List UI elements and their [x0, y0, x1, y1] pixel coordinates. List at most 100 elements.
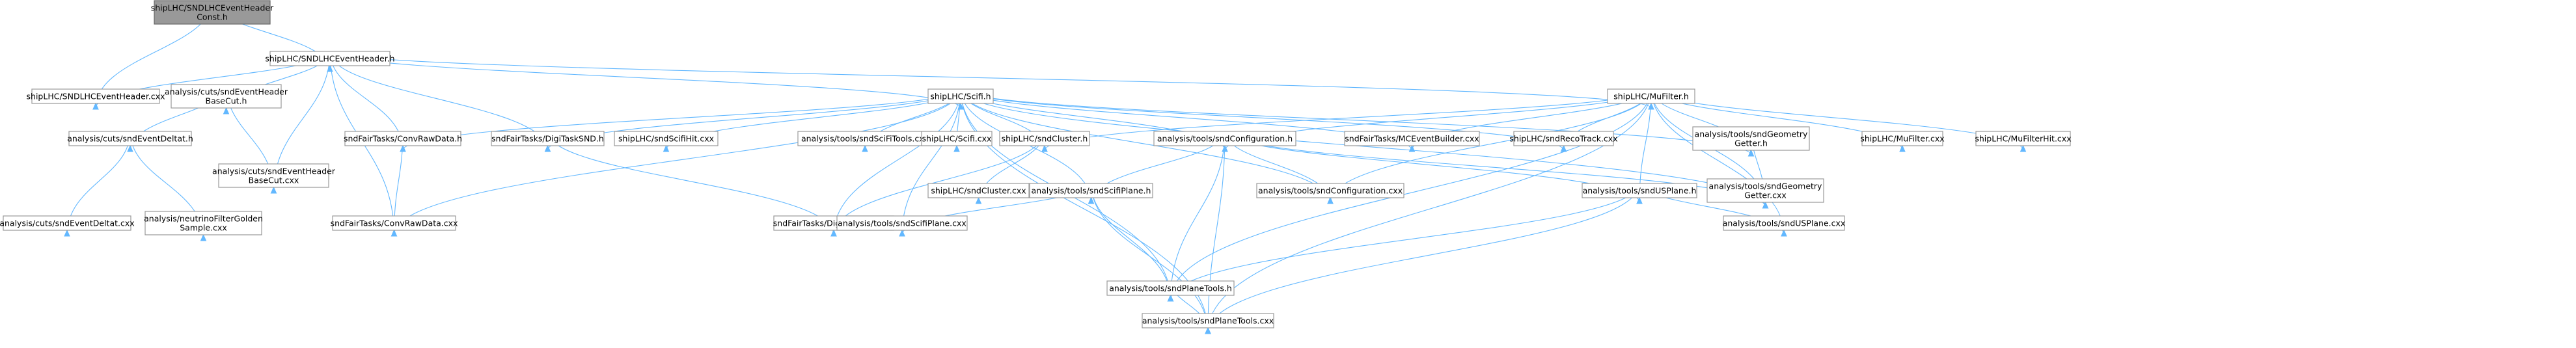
edge-planetools-to-mufilter	[1167, 88, 1652, 302]
node-box	[927, 88, 994, 104]
edges-layer	[64, 0, 2027, 334]
node-label: sndFairTasks/ConvRawData.cxx	[331, 219, 458, 228]
edge-planetoolscxx-to-config	[1205, 131, 1226, 334]
node-shiplhc-sndrecotrack-cxx[interactable]: shipLHC/sndRecoTrack.cxx	[1509, 131, 1618, 146]
node-box	[1142, 313, 1274, 328]
node-label: analysis/cuts/sndEventHeader	[212, 167, 336, 176]
node-label: shipLHC/sndCluster.h	[1002, 134, 1088, 144]
node-analysis-tools-sndscifitools-cxx[interactable]: analysis/tools/sndSciFiTools.cxx	[797, 131, 933, 146]
node-box	[1706, 178, 1824, 203]
node-label: analysis/tools/sndUSPlane.h	[1583, 186, 1697, 196]
node-box	[1607, 88, 1695, 104]
node-label: analysis/cuts/sndEventHeader	[165, 87, 288, 97]
node-label: analysis/neutrinoFilterGolden	[144, 214, 263, 224]
node-shiplhc-sndlhceventheader-h[interactable]: shipLHC/SNDLHCEventHeader.h	[265, 51, 395, 66]
node-box	[344, 131, 461, 146]
node-box	[1106, 280, 1235, 296]
node-label: BaseCut.h	[206, 96, 247, 106]
node-shiplhc-mufilter-h[interactable]: shipLHC/MuFilter.h	[1607, 88, 1695, 104]
edge-planetools-to-usplane	[1167, 183, 1640, 302]
node-label: Sample.cxx	[180, 223, 227, 233]
node-label: analysis/tools/sndConfiguration.h	[1157, 134, 1293, 144]
node-label: Getter.cxx	[1744, 191, 1787, 200]
node-label: sndFairTasks/DigiTaskSND.h	[491, 134, 604, 144]
node-shiplhc-mufilterhit-cxx[interactable]: shipLHC/MuFilterHit.cxx	[1975, 131, 2072, 146]
node-label: analysis/cuts/sndEventDeltat.h	[67, 134, 193, 144]
node-box	[1692, 126, 1810, 151]
node-box	[3, 215, 131, 231]
node-shiplhc-scifi-cxx[interactable]: shipLHC/Scifi.cxx	[921, 131, 993, 146]
node-box	[154, 0, 271, 25]
node-box	[836, 215, 968, 231]
node-shiplhc-sndcluster-h[interactable]: shipLHC/sndCluster.h	[999, 131, 1090, 146]
node-shiplhc-scifi-h[interactable]: shipLHC/Scifi.h	[927, 88, 994, 104]
node-sndfairtasks-convrawdata-h[interactable]: sndFairTasks/ConvRawData.h	[344, 131, 462, 146]
node-label: analysis/tools/sndGeometry	[1709, 181, 1823, 191]
node-box	[68, 131, 192, 146]
node-box	[31, 88, 160, 104]
node-analysis-tools-sndscifiplane-h[interactable]: analysis/tools/sndScifiPlane.h	[1029, 183, 1153, 198]
edge-planetools-to-config	[1167, 131, 1226, 302]
node-box	[921, 131, 993, 146]
node-shiplhc-sndscifihit-cxx[interactable]: shipLHC/sndScifiHit.cxx	[614, 131, 719, 146]
node-label: analysis/tools/sndConfiguration.cxx	[1258, 186, 1403, 196]
edge-configcxx-to-mufilter	[1327, 88, 1652, 204]
node-label: shipLHC/SNDLHCEventHeader.cxx	[27, 92, 165, 101]
edge-mufilter-to-hdr	[329, 51, 1654, 110]
edge-scifi-to-hdr	[329, 51, 964, 110]
node-box	[1723, 215, 1845, 231]
node-label: BaseCut.cxx	[249, 176, 299, 185]
node-shiplhc-mufilter-cxx[interactable]: shipLHC/MuFilter.cxx	[1860, 131, 1945, 146]
node-box	[1861, 131, 1943, 146]
edge-planetoolscxx-to-scifiplane	[1090, 183, 1211, 334]
node-box	[1256, 183, 1404, 198]
node-shiplhc-sndlhceventheader-cxx[interactable]: shipLHC/SNDLHCEventHeader.cxx	[27, 88, 165, 104]
node-box	[1153, 131, 1296, 146]
node-analysis-tools-sndconfiguration-h[interactable]: analysis/tools/sndConfiguration.h	[1153, 131, 1296, 146]
node-label: Const.h	[197, 12, 228, 22]
edge-scifiplanecxx-to-scifi	[899, 88, 961, 237]
node-label: analysis/tools/sndScifiPlane.cxx	[838, 219, 966, 228]
node-box	[218, 163, 329, 188]
node-shiplhc-sndcluster-cxx[interactable]: shipLHC/sndCluster.cxx	[927, 183, 1030, 198]
node-box	[1975, 131, 2071, 146]
node-label: sndFairTasks/MCEventBuilder.cxx	[1345, 134, 1479, 144]
node-analysis-tools-sndplanetools-cxx[interactable]: analysis/tools/sndPlaneTools.cxx	[1142, 313, 1274, 328]
node-label: shipLHC/MuFilterHit.cxx	[1975, 134, 2071, 144]
node-label: analysis/tools/sndScifiPlane.h	[1032, 186, 1151, 196]
node-label: shipLHC/sndScifiHit.cxx	[618, 134, 714, 144]
edge-planetoolscxx-to-usplane	[1205, 183, 1640, 334]
node-analysis-tools-sndplanetools-h[interactable]: analysis/tools/sndPlaneTools.h	[1106, 280, 1235, 296]
node-analysis-tools-sndusplane-h[interactable]: analysis/tools/sndUSPlane.h	[1582, 183, 1697, 198]
node-box	[332, 215, 456, 231]
node-label: shipLHC/Scifi.h	[930, 92, 991, 101]
node-label: shipLHC/MuFilter.h	[1613, 92, 1689, 101]
edge-planetoolscxx-to-scifi	[960, 88, 1211, 334]
node-sndfairtasks-digitasksnd-h[interactable]: sndFairTasks/DigiTaskSND.h	[491, 131, 605, 146]
node-box	[144, 211, 262, 235]
node-analysis-cuts-sndeventdeltat-h[interactable]: analysis/cuts/sndEventDeltat.h	[67, 131, 193, 146]
node-box	[171, 84, 282, 109]
node-label: shipLHC/sndRecoTrack.cxx	[1509, 134, 1617, 144]
node-box	[999, 131, 1090, 146]
node-label: sndFairTasks/ConvRawData.h	[344, 134, 462, 144]
node-label: analysis/cuts/sndEventDeltat.cxx	[0, 219, 135, 228]
node-sndfairtasks-convrawdata-cxx[interactable]: sndFairTasks/ConvRawData.cxx	[331, 215, 458, 231]
node-analysis-tools-sndusplane-cxx[interactable]: analysis/tools/sndUSPlane.cxx	[1723, 215, 1846, 231]
node-label: analysis/tools/sndSciFiTools.cxx	[801, 134, 929, 144]
node-box	[269, 51, 391, 66]
node-analysis-cuts-sndeventdeltat-cxx[interactable]: analysis/cuts/sndEventDeltat.cxx	[0, 215, 135, 231]
node-box	[1344, 131, 1480, 146]
node-analysis-tools-sndconfiguration-cxx[interactable]: analysis/tools/sndConfiguration.cxx	[1256, 183, 1404, 198]
node-label: shipLHC/MuFilter.cxx	[1860, 134, 1944, 144]
node-sndfairtasks-mceventbuilder-cxx[interactable]: sndFairTasks/MCEventBuilder.cxx	[1344, 131, 1480, 146]
node-analysis-tools-sndscifiplane-cxx[interactable]: analysis/tools/sndScifiPlane.cxx	[836, 215, 968, 231]
